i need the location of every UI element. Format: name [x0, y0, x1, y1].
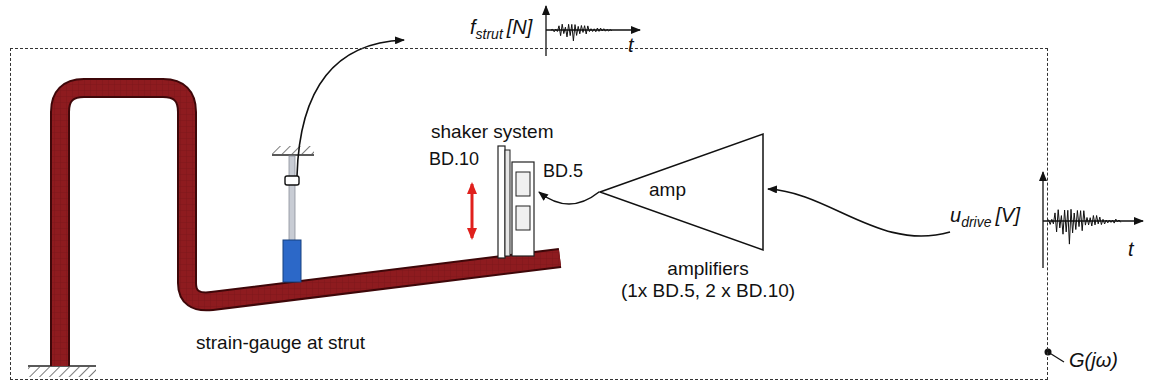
shaker-bd5-coil: [516, 172, 530, 196]
axis-label: t: [1128, 238, 1134, 260]
label-part: [N]: [507, 16, 533, 38]
shaker-bd5-coil: [516, 206, 530, 230]
label-part: u: [950, 204, 961, 226]
strut-ground-hatch: [272, 146, 314, 154]
system-boundary: G(jω)shaker systemBD.10BD.5ampamplifiers…: [10, 48, 1048, 380]
pipe-body: [60, 88, 560, 366]
plot-axis: [1042, 172, 1043, 268]
shaker-bd10: [498, 146, 505, 258]
leader-line: [1048, 352, 1064, 362]
pipe-outline: [60, 88, 560, 366]
label-part: f: [470, 16, 476, 38]
signal-trace: [1047, 209, 1121, 244]
pipe-mesh: [60, 88, 560, 366]
signal-line: [768, 189, 950, 236]
signal-trace: [551, 24, 612, 41]
strain-gauge: [285, 176, 299, 185]
annotation-label: strain-gauge at strut: [196, 333, 365, 354]
shaker-system: shaker systemBD.10BD.5: [431, 126, 539, 261]
amplifier-caption: amplifiers: [667, 259, 748, 280]
amplifier-triangle: ampamplifiers(1x BD.5, 2 x BD.10): [599, 133, 764, 251]
shaker-label: shaker system: [431, 122, 553, 143]
ground-hatch: [28, 367, 96, 377]
label-part: drive: [961, 214, 991, 230]
label-part: strut: [476, 26, 503, 42]
shaker-bd10-side: [505, 150, 510, 256]
axis-label: t: [628, 34, 634, 56]
triangle-shape: [600, 134, 763, 250]
strut-ground: [272, 154, 314, 156]
shaker-type-label: BD.5: [543, 162, 583, 182]
shaker-bd5: [512, 162, 534, 256]
shaker-type-label: BD.10: [429, 150, 479, 170]
strut-rod: [289, 156, 295, 242]
strut-body: [283, 240, 301, 282]
signal-line: [297, 40, 404, 176]
signal-connector: [539, 192, 599, 204]
excitation-arrow: [471, 184, 474, 238]
force-signal-label: fstrut[N]: [470, 16, 532, 39]
amplifier-caption: (1x BD.5, 2 x BD.10): [621, 281, 795, 302]
label-part: [V]: [995, 204, 1019, 226]
amplifier-label: amp: [649, 180, 686, 201]
drive-signal-label: udrive[V]: [950, 204, 1020, 227]
transfer-function-label: G(jω): [1069, 349, 1118, 371]
